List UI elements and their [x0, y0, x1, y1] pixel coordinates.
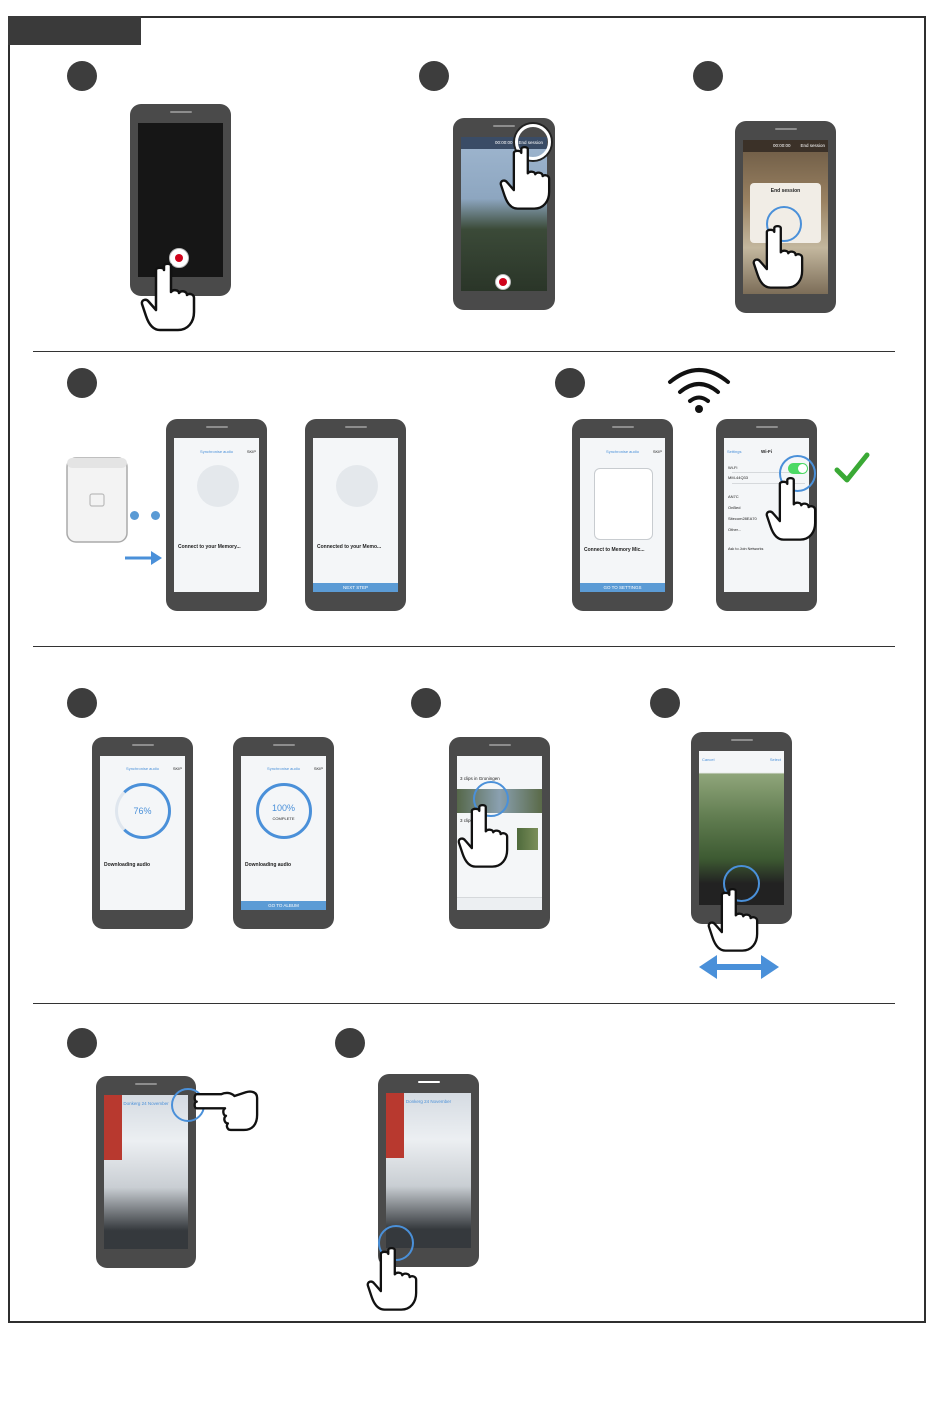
album-thumbnail[interactable] [517, 828, 538, 850]
phone-connect: Synchronise audio SKIP Connect to your M… [166, 419, 267, 611]
go-to-album-button[interactable]: GO TO ALBUM [241, 901, 326, 910]
dialog-title: End session [770, 188, 801, 194]
network-item[interactable]: OnBed [728, 505, 741, 510]
download-complete-screen: Synchronise audio SKIP 100% COMPLETE Dow… [241, 756, 326, 910]
connect-mic-screen: Synchronise audio SKIP Connect to Memory… [580, 438, 665, 592]
pointing-hand-icon [457, 803, 509, 868]
document-photo-screen: Donkerg 24 November [104, 1095, 188, 1249]
step-badge [67, 61, 97, 91]
step-badge [335, 1028, 365, 1058]
header-text: Synchronise audio [200, 449, 233, 454]
photo-title: Donkerg 24 November [123, 1101, 169, 1106]
highlight-circle [723, 865, 760, 902]
pointing-hand-icon [193, 1090, 259, 1132]
step-badge [411, 688, 441, 718]
skip-link[interactable]: SKIP [246, 449, 256, 454]
page-frame [8, 16, 926, 1323]
row-divider [33, 1003, 895, 1004]
wifi-icon [668, 368, 730, 413]
row-divider [33, 646, 895, 647]
album-item-title[interactable]: 3 clips in Groningen [460, 776, 500, 781]
step-badge [555, 368, 585, 398]
arrow-right-icon [125, 551, 162, 565]
header-text: Synchronise audio [606, 449, 639, 454]
connection-dot [130, 511, 139, 520]
album-item-title[interactable]: 3 clips [460, 818, 473, 823]
connection-dot [151, 511, 160, 520]
timer-text: 00:00:00 [773, 143, 791, 148]
network-item[interactable]: Sitecom28EA70 [728, 516, 757, 521]
highlight-circle [766, 206, 802, 242]
highlight-circle [515, 124, 551, 160]
header-text: Synchronise audio [267, 766, 300, 771]
header-tab [8, 16, 141, 45]
pointing-hand-icon [765, 476, 817, 541]
step-badge [693, 61, 723, 91]
progress-ring [114, 783, 171, 839]
phone-download-complete: Synchronise audio SKIP 100% COMPLETE Dow… [233, 737, 334, 929]
connected-screen: Connected to your Memo... NEXT STEP [313, 438, 398, 592]
pointing-hand-icon [499, 145, 551, 210]
current-network[interactable]: MM-44Q33 [728, 475, 749, 480]
pointing-hand-icon [366, 1246, 418, 1311]
select-link[interactable]: Select [769, 757, 781, 762]
record-button[interactable] [169, 248, 189, 268]
ask-to-join-label: Ask to Join Networks [728, 547, 764, 551]
phone-downloading: Synchronise audio SKIP 76% Downloading a… [92, 737, 193, 929]
photo-title: Donkerg 24 November [405, 1099, 452, 1104]
step-badge [419, 61, 449, 91]
check-mark-icon [834, 452, 870, 483]
phone-connect-mic: Synchronise audio SKIP Connect to Memory… [572, 419, 673, 611]
highlight-circle [378, 1225, 414, 1261]
end-session-label: End session [800, 143, 825, 148]
connect-title: Connect to your Memory... [178, 544, 241, 550]
progress-percent: 100% [271, 803, 296, 813]
skip-link[interactable]: SKIP [313, 766, 323, 771]
settings-title: Wi-Fi [761, 449, 772, 454]
phone-garden: Cancel Select [691, 732, 792, 924]
double-arrow-icon [699, 955, 779, 979]
document-photo-screen: Donkerg 24 November [386, 1093, 471, 1248]
step-badge [67, 1028, 97, 1058]
record-button[interactable] [495, 274, 511, 290]
wifi-label: Wi-Fi [728, 465, 738, 470]
step-badge [67, 368, 97, 398]
progress-ring [255, 783, 312, 839]
network-item[interactable]: AN7C [728, 494, 739, 499]
pointing-hand-icon [707, 887, 759, 952]
timer-text: 00:00:00 [495, 140, 513, 145]
downloading-screen: Synchronise audio SKIP 76% Downloading a… [100, 756, 185, 910]
step-badge [650, 688, 680, 718]
network-item[interactable]: Other... [728, 527, 742, 532]
pointing-hand-icon [752, 224, 804, 289]
connect-mic-title: Connect to Memory Mic... [584, 547, 645, 553]
highlight-circle [473, 781, 509, 817]
memory-device-icon [66, 457, 128, 543]
header-text: Synchronise audio [126, 766, 159, 771]
skip-link[interactable]: SKIP [652, 449, 662, 454]
connected-title: Connected to your Memo... [317, 544, 382, 550]
settings-back-link[interactable]: Settings [727, 449, 742, 454]
connect-screen: Synchronise audio SKIP Connect to your M… [174, 438, 259, 592]
go-to-settings-button[interactable]: GO TO SETTINGS [580, 583, 665, 592]
row-divider [33, 351, 895, 352]
pointing-hand-icon [140, 262, 196, 332]
highlight-circle [779, 455, 816, 492]
complete-label: COMPLETE [272, 816, 295, 821]
skip-link[interactable]: SKIP [172, 766, 182, 771]
downloading-title: Downloading audio [104, 862, 151, 868]
next-step-button[interactable]: NEXT STEP [313, 583, 398, 592]
progress-percent: 76% [133, 806, 152, 816]
downloading-title: Downloading audio [245, 862, 292, 868]
step-badge [67, 688, 97, 718]
cancel-link[interactable]: Cancel [702, 757, 715, 762]
phone-connected: Connected to your Memo... NEXT STEP [305, 419, 406, 611]
